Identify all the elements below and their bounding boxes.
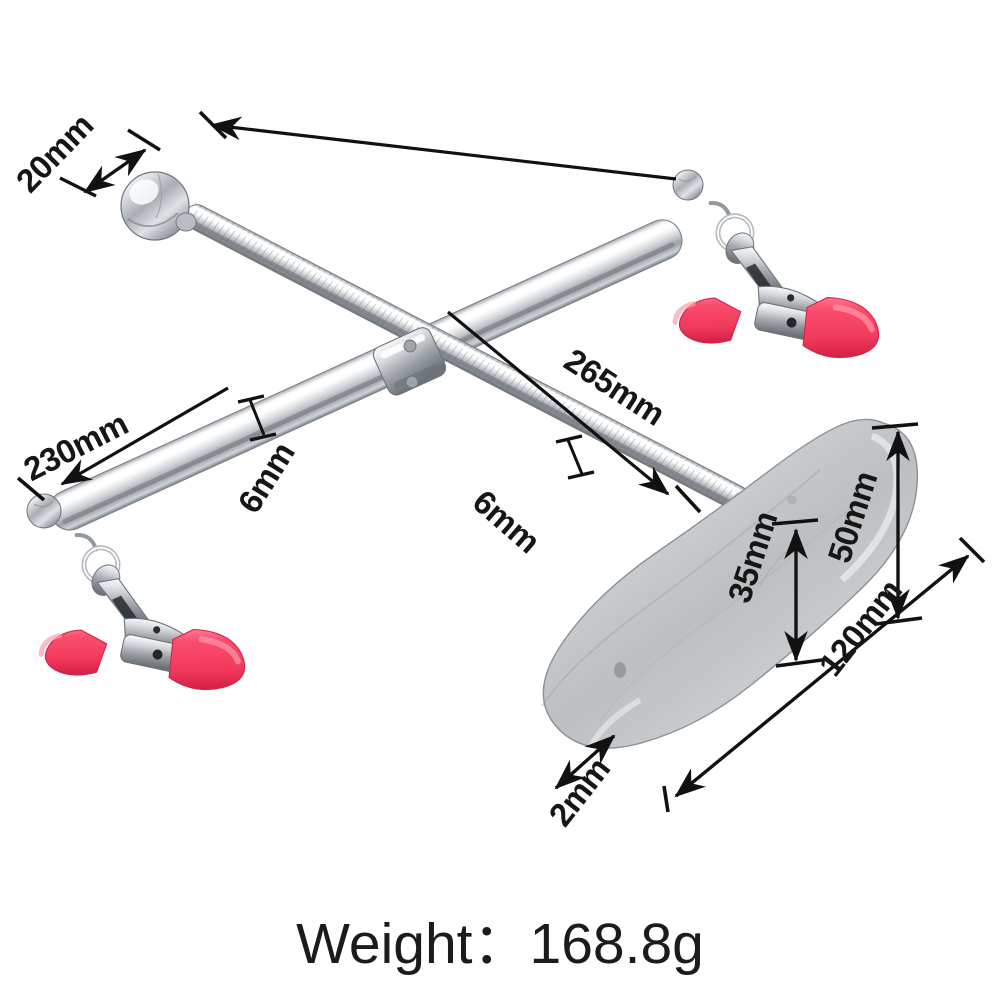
dim-20mm (59, 128, 161, 198)
dim-2mm (554, 734, 616, 790)
nipple-clamp-left (38, 533, 246, 691)
dim-35mm (771, 518, 823, 668)
dim-120mm (662, 536, 986, 813)
smooth-bar-lower (26, 169, 704, 531)
dim-230mm (16, 110, 677, 502)
dim-50mm (871, 422, 923, 626)
dim-265mm (446, 310, 702, 514)
dimension-annotations (16, 110, 986, 813)
dim-6mm-bar (237, 394, 277, 442)
dim-6mm-rod (555, 434, 595, 480)
nipple-clamp-right (672, 201, 880, 359)
threaded-rod-upper (120, 171, 750, 513)
center-cross-bracket (372, 327, 447, 396)
ball-knob (120, 171, 197, 241)
weight-text: Weight：168.8g (296, 912, 704, 976)
